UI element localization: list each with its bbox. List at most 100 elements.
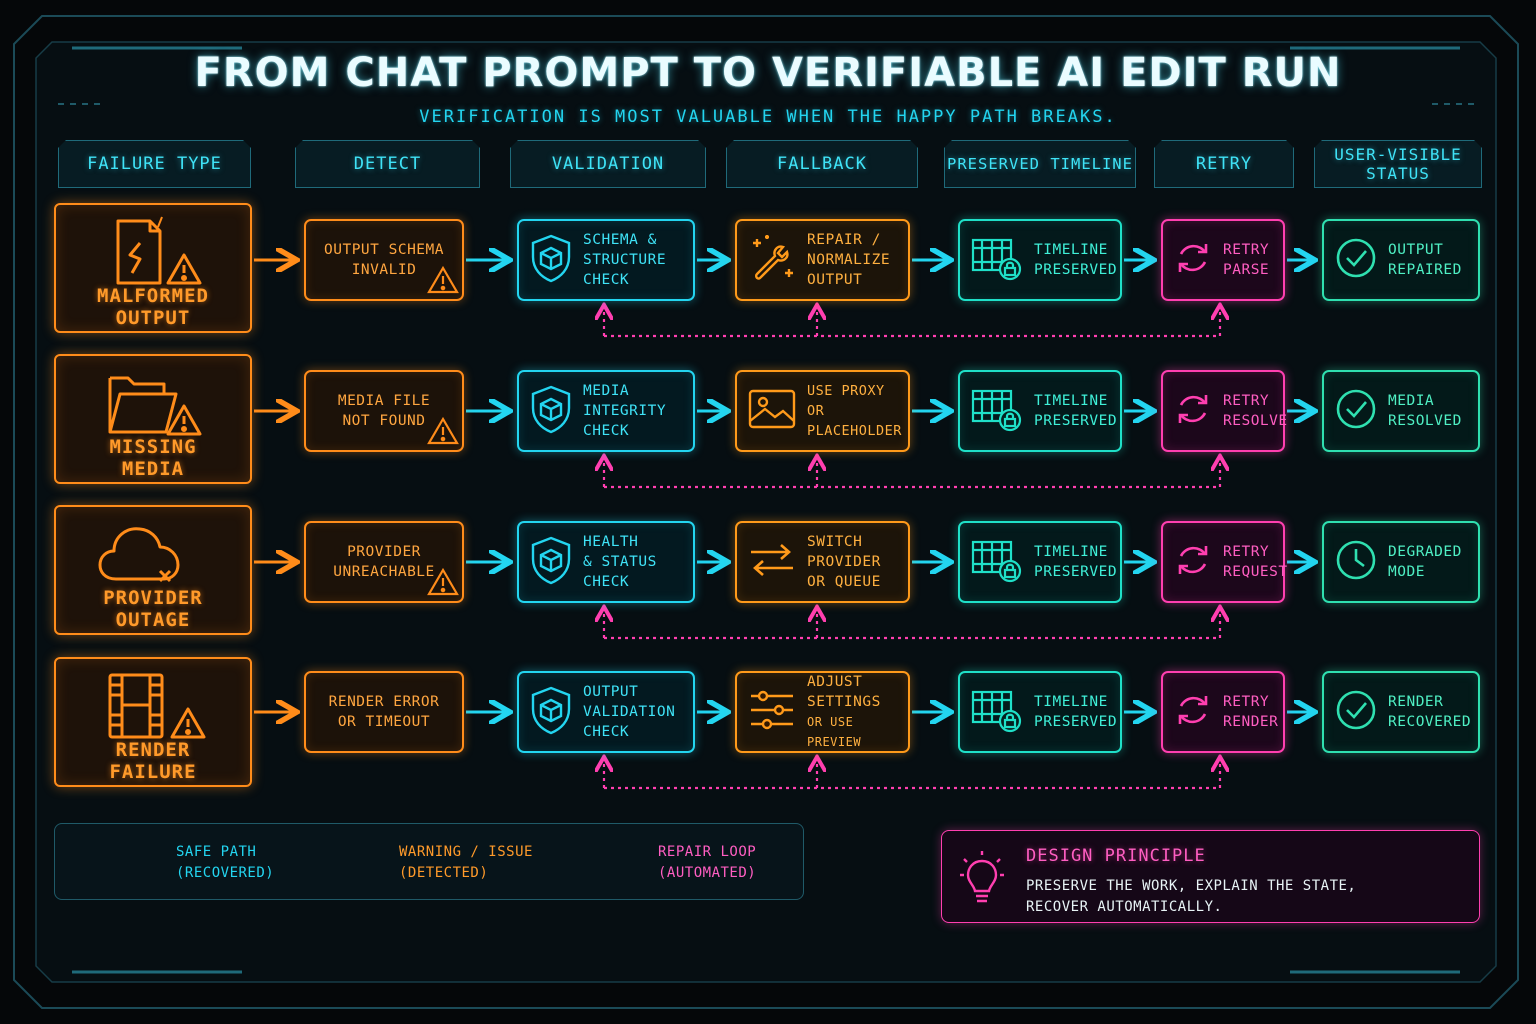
validation-node: OUTPUT VALIDATION CHECK (517, 671, 695, 753)
retry-node: RETRY REQUEST (1161, 521, 1288, 603)
legend-repair-loop-label: REPAIR LOOP (AUTOMATED) (658, 844, 757, 881)
retry-label: RETRY RENDER (1223, 694, 1279, 730)
timeline-lock-icon (970, 386, 1024, 436)
failure-provider-outage: PROVIDER OUTAGE (54, 505, 252, 635)
fallback-label: ADJUST SETTINGS (807, 674, 881, 710)
fallback-node: ADJUST SETTINGS OR USE PREVIEW (735, 671, 910, 753)
detect-label: PROVIDER UNREACHABLE (333, 544, 435, 580)
column-header-fallback: FALLBACK (726, 140, 918, 188)
status-label: DEGRADED MODE (1388, 544, 1462, 580)
fallback-sublabel: OR USE PREVIEW (807, 715, 862, 749)
principle-text: PRESERVE THE WORK, EXPLAIN THE STATE, RE… (1026, 878, 1357, 915)
failure-malformed-output: MALFORMED OUTPUT (54, 203, 252, 333)
status-label: OUTPUT REPAIRED (1388, 242, 1462, 278)
switch-arrows-icon (747, 538, 797, 586)
validation-node: HEALTH & STATUS CHECK (517, 521, 695, 603)
validation-label: HEALTH & STATUS CHECK (583, 534, 657, 590)
validation-label: SCHEMA & STRUCTURE CHECK (583, 232, 667, 288)
retry-node: RETRY RESOLVE (1161, 370, 1288, 452)
check-circle-icon (1334, 387, 1378, 435)
timeline-node: TIMELINE PRESERVED (958, 219, 1122, 301)
column-header-retry: RETRY (1154, 140, 1294, 188)
check-circle-icon (1334, 688, 1378, 736)
shield-cube-icon (529, 233, 573, 287)
detect-node: RENDER ERROR OR TIMEOUT (304, 671, 464, 753)
validation-node: MEDIA INTEGRITY CHECK (517, 370, 695, 452)
warning-icon (426, 416, 460, 450)
failure-label: RENDER FAILURE (109, 739, 197, 783)
retry-label: RETRY REQUEST (1223, 544, 1288, 580)
design-principle-panel: DESIGN PRINCIPLE PRESERVE THE WORK, EXPL… (941, 830, 1480, 923)
validation-node: SCHEMA & STRUCTURE CHECK (517, 219, 695, 301)
page-title: FROM CHAT PROMPT TO VERIFIABLE AI EDIT R… (194, 50, 1342, 96)
timeline-node: TIMELINE PRESERVED (958, 521, 1122, 603)
retry-label: RETRY RESOLVE (1223, 393, 1288, 429)
retry-cycle-icon (1173, 690, 1213, 734)
detect-node: PROVIDER UNREACHABLE (304, 521, 464, 603)
timeline-lock-icon (970, 687, 1024, 737)
legend: SAFE PATH (RECOVERED) WARNING / ISSUE (D… (54, 823, 804, 900)
timeline-lock-icon (970, 235, 1024, 285)
shield-cube-icon (529, 685, 573, 739)
detect-node: MEDIA FILE NOT FOUND (304, 370, 464, 452)
status-node: DEGRADED MODE (1322, 521, 1480, 603)
principle-title: DESIGN PRINCIPLE (1026, 846, 1206, 866)
fallback-label: SWITCH PROVIDER OR QUEUE (807, 534, 881, 590)
image-icon (747, 387, 797, 435)
retry-node: RETRY RENDER (1161, 671, 1285, 753)
fallback-label-group: ADJUST SETTINGS OR USE PREVIEW (807, 672, 908, 752)
validation-label: OUTPUT VALIDATION CHECK (583, 684, 676, 740)
column-header-preserved-timeline: PRESERVED TIMELINE (944, 140, 1136, 188)
detect-node: OUTPUT SCHEMA INVALID (304, 219, 464, 301)
detect-label: RENDER ERROR OR TIMEOUT (328, 694, 440, 730)
warning-icon (426, 567, 460, 601)
shield-cube-icon (529, 535, 573, 589)
retry-node: RETRY PARSE (1161, 219, 1285, 301)
retry-cycle-icon (1173, 238, 1213, 282)
failure-label: PROVIDER OUTAGE (103, 587, 203, 631)
fallback-node: USE PROXY OR PLACEHOLDER (735, 370, 910, 452)
timeline-label: TIMELINE PRESERVED (1034, 393, 1118, 429)
clock-icon (1334, 538, 1378, 586)
fallback-node: REPAIR / NORMALIZE OUTPUT (735, 219, 910, 301)
column-header-user-visible-status: USER-VISIBLE STATUS (1314, 140, 1482, 188)
fallback-label: USE PROXY OR PLACEHOLDER (807, 383, 902, 439)
broken-document-icon (106, 213, 216, 293)
timeline-node: TIMELINE PRESERVED (958, 370, 1122, 452)
fallback-node: SWITCH PROVIDER OR QUEUE (735, 521, 910, 603)
sliders-icon (747, 688, 797, 736)
status-label: RENDER RECOVERED (1388, 694, 1472, 730)
status-node: OUTPUT REPAIRED (1322, 219, 1480, 301)
status-node: RENDER RECOVERED (1322, 671, 1480, 753)
page-subtitle: VERIFICATION IS MOST VALUABLE WHEN THE H… (419, 107, 1117, 127)
timeline-label: TIMELINE PRESERVED (1034, 242, 1118, 278)
validation-label: MEDIA INTEGRITY CHECK (583, 383, 667, 439)
failure-render-failure: RENDER FAILURE (54, 657, 252, 787)
fallback-label: REPAIR / NORMALIZE OUTPUT (807, 232, 891, 288)
folder-icon (106, 364, 216, 444)
retry-cycle-icon (1173, 540, 1213, 584)
column-header-validation: VALIDATION (510, 140, 706, 188)
failure-label: MALFORMED OUTPUT (97, 285, 209, 329)
wrench-sparkle-icon (747, 233, 797, 287)
timeline-label: TIMELINE PRESERVED (1034, 694, 1118, 730)
column-header-failure-type: FAILURE TYPE (58, 140, 251, 188)
timeline-node: TIMELINE PRESERVED (958, 671, 1122, 753)
timeline-lock-icon (970, 537, 1024, 587)
warning-icon (426, 265, 460, 299)
legend-warning-label: WARNING / ISSUE (DETECTED) (399, 844, 533, 881)
retry-cycle-icon (1173, 389, 1213, 433)
film-strip-icon (106, 667, 216, 747)
cloud-offline-icon (94, 515, 204, 595)
status-label: MEDIA RESOLVED (1388, 393, 1462, 429)
detect-label: MEDIA FILE NOT FOUND (337, 393, 431, 429)
timeline-label: TIMELINE PRESERVED (1034, 544, 1118, 580)
status-node: MEDIA RESOLVED (1322, 370, 1480, 452)
detect-label: OUTPUT SCHEMA INVALID (324, 242, 444, 278)
check-circle-icon (1334, 236, 1378, 284)
failure-missing-media: MISSING MEDIA (54, 354, 252, 484)
legend-safe-path-label: SAFE PATH (RECOVERED) (176, 844, 275, 881)
failure-label: MISSING MEDIA (109, 436, 197, 480)
column-header-detect: DETECT (295, 140, 480, 188)
